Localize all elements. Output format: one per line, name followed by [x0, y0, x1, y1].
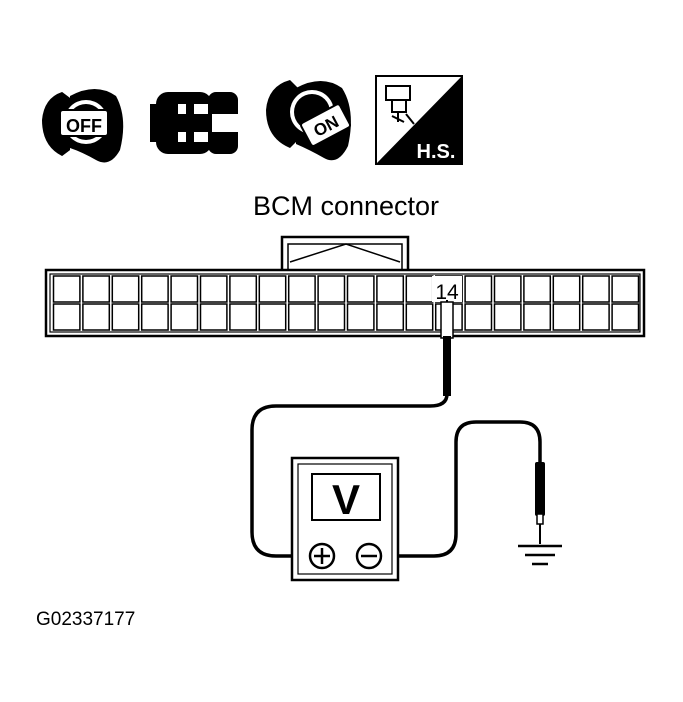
terminal-cavity [405, 275, 434, 303]
terminal-14-label: 14 [435, 281, 459, 304]
ignition-key-on-icon: ON [266, 80, 352, 161]
terminal-cavity [229, 275, 258, 303]
terminal-cavity [111, 275, 140, 303]
voltmeter-display: V [332, 476, 360, 523]
terminal-cavity [52, 303, 81, 331]
terminal-cavity [199, 303, 228, 331]
terminal-cavity [140, 275, 169, 303]
terminal-cavity [287, 303, 316, 331]
terminal-cavity [170, 275, 199, 303]
ground-probe [535, 462, 545, 544]
terminal-cavity [346, 303, 375, 331]
terminal-cavity [82, 275, 111, 303]
figure-id: G02337177 [36, 609, 135, 630]
harness-side-icon: H.S. [375, 75, 463, 165]
terminal-cavity [229, 303, 258, 331]
terminal-cavity [464, 275, 493, 303]
terminal-cavity [258, 275, 287, 303]
terminal-cavity [611, 275, 640, 303]
terminal-cavity [287, 275, 316, 303]
terminal-cavity [523, 275, 552, 303]
terminal-cavity [552, 275, 581, 303]
terminal-cavity [581, 275, 610, 303]
terminal-cavity [493, 303, 522, 331]
terminal-cavity [346, 275, 375, 303]
connector-disconnected-icon [150, 92, 238, 154]
ground-icon [518, 544, 562, 566]
terminal-cavity [523, 303, 552, 331]
bcm-connector: 14 [44, 235, 646, 338]
terminal-cavity [199, 275, 228, 303]
terminal-cavity [52, 275, 81, 303]
hs-label: H.S. [417, 141, 456, 163]
voltmeter: V [290, 456, 400, 582]
terminal-cavity [376, 303, 405, 331]
terminal-cavity [111, 303, 140, 331]
connector-title: BCM connector [253, 191, 439, 221]
ignition-key-off-icon: OFF [42, 89, 124, 163]
key-off-label: OFF [66, 116, 102, 136]
terminal-cavity [464, 303, 493, 331]
terminal-cavity [581, 303, 610, 331]
terminal-cavity [317, 303, 346, 331]
terminal-cavity [317, 275, 346, 303]
terminal-cavity [493, 275, 522, 303]
negative-lead-wire [386, 420, 542, 558]
terminal-cavity [140, 303, 169, 331]
terminal-cavity [82, 303, 111, 331]
terminal-cavity [376, 275, 405, 303]
terminal-cavity [405, 303, 434, 331]
terminal-cavity [611, 303, 640, 331]
terminal-cavity [258, 303, 287, 331]
positive-probe [440, 300, 454, 396]
positive-lead-wire [250, 393, 449, 558]
terminal-cavity [170, 303, 199, 331]
terminal-cavity [552, 303, 581, 331]
terminal-grid [52, 275, 640, 331]
